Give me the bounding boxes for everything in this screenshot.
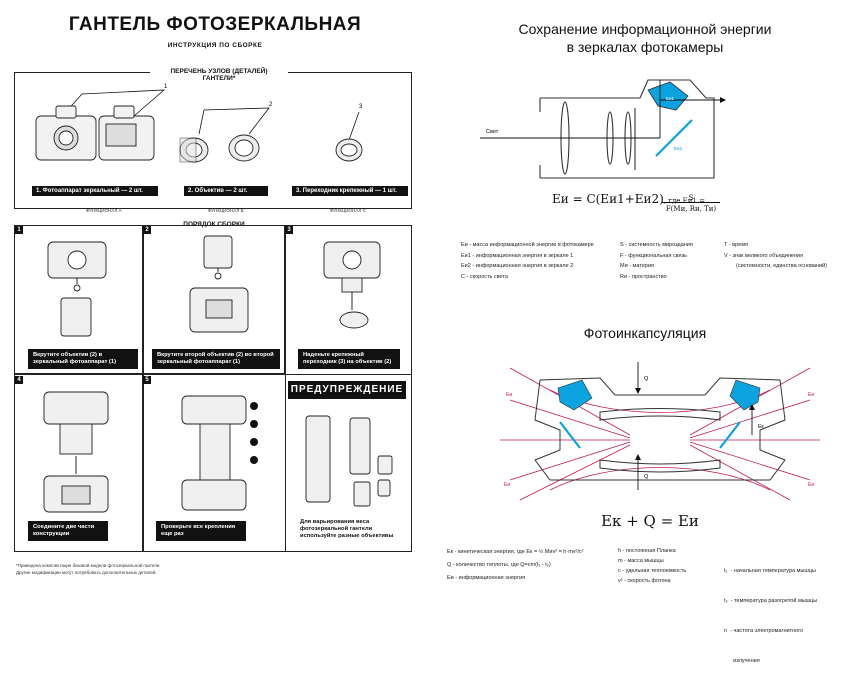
step-box-4 bbox=[14, 373, 144, 552]
ek-label: Ек bbox=[758, 424, 764, 430]
ei-label-4: Еи bbox=[808, 482, 814, 488]
legend-5: h - постоянная Планка m - масса мышцы c … bbox=[618, 546, 718, 586]
legend-5-row: m - масса мышцы bbox=[618, 558, 664, 564]
legend-4-row: Еи - информационная энергия bbox=[447, 575, 526, 581]
step-box-3 bbox=[284, 225, 412, 375]
legend-3-row: V - знак великого объединения bbox=[724, 252, 803, 259]
legend-1-row: Еи - масса информационной энергии в фото… bbox=[461, 242, 594, 248]
step-box-1 bbox=[14, 225, 144, 375]
part-num-1: 1 bbox=[164, 84, 168, 90]
warning-title: ПРЕДУПРЕЖДЕНИЕ bbox=[288, 381, 406, 399]
legend-2-row: F - функциональная связь bbox=[620, 252, 687, 259]
ei-label-2: Еи bbox=[808, 392, 814, 398]
legend-6-row: излучения bbox=[724, 658, 760, 664]
q-label-bottom: Q bbox=[644, 474, 649, 480]
main-formula: Еи = С(Еи1+Еи2), где Еи1 = bbox=[552, 192, 705, 206]
legend-2-row: Mи - материя bbox=[620, 263, 654, 269]
part-num-3: 3 bbox=[359, 104, 363, 110]
legend-3-row: (системности, единства оснований) bbox=[736, 263, 828, 269]
legend-2: S - системность мироздания F - функциона… bbox=[620, 240, 720, 282]
step-text-5: Проверьте все крепления еще раз bbox=[156, 521, 246, 542]
warning-text: Для варьирования веса фотозеркальной ган… bbox=[300, 519, 394, 540]
legend-5-row: c - удельная теплоемкость bbox=[618, 568, 687, 574]
step-num-3: 3 bbox=[285, 226, 293, 234]
assembly-header: ПОРЯДОК СБОРКИ bbox=[175, 221, 253, 228]
diagram-title-3: Фотоинкапсуляция bbox=[583, 325, 707, 341]
legend-4-row: Ек - кинетическая энергия, где Ек = ½ Mи… bbox=[447, 549, 584, 555]
legend-4: Ек - кинетическая энергия, где Ек = ½ Mи… bbox=[447, 546, 612, 585]
parts-header: ПЕРЕЧЕНЬ УЗЛОВ (ДЕТАЛЕЙ) ГАНТЕЛИ* bbox=[150, 68, 288, 82]
formula-num: S bbox=[662, 194, 720, 203]
legend-1-row: Еи1 - информационная энергия в зеркале 1 bbox=[461, 252, 574, 259]
mirror2-label: Еи2 bbox=[674, 146, 683, 151]
legend-3-row: T - время bbox=[724, 242, 748, 248]
diagram-title-2: в зеркалах фотокамеры bbox=[566, 39, 724, 55]
legend-6: t₁ - начальная температура мышцы t₂ - те… bbox=[724, 546, 849, 676]
step-num-4: 4 bbox=[15, 376, 23, 384]
legend-1-row: Еи2 - информационная энергия в зеркале 2 bbox=[461, 263, 574, 269]
legend-1: Еи - масса информационной энергии в фото… bbox=[461, 240, 611, 282]
formula-where: , где Еи1 = bbox=[663, 197, 705, 205]
part-func-2: ФУНКЦИОНАЛ В bbox=[208, 208, 244, 213]
legend-5-row: v² - скорость фотона bbox=[618, 578, 671, 584]
legend-6-row: t₁ - начальная температура мышцы bbox=[724, 568, 816, 574]
part-label-2: 2. Объектив — 2 шт. bbox=[184, 186, 268, 196]
step-box-2 bbox=[142, 225, 286, 375]
ei-label-1: Еи bbox=[506, 392, 512, 398]
diagram-title-1: Сохранение информационной энергии bbox=[518, 21, 772, 37]
mirror1-label: Еи1 bbox=[666, 96, 675, 101]
formula-2: Ек + Q = Еи bbox=[601, 512, 699, 530]
step-text-3: Наденьте крепежный переходник (3) на объ… bbox=[298, 349, 400, 370]
legend-6-row: t₂ - температура разогретой мышцы bbox=[724, 598, 818, 604]
part-label-3: 3. Переходник крепежный — 1 шт. bbox=[292, 186, 408, 196]
step-text-2: Вкрутите второй объектив (2) во второй з… bbox=[152, 349, 280, 370]
part-func-1: ФУНКЦИОНАЛ А bbox=[86, 208, 122, 213]
page-subtitle: ИНСТРУКЦИЯ ПО СБОРКЕ bbox=[167, 42, 263, 49]
legend-2-row: Rи - пространство bbox=[620, 273, 667, 280]
part-num-2: 2 bbox=[269, 102, 273, 108]
step-num-2: 2 bbox=[143, 226, 151, 234]
page-title: ГАНТЕЛЬ ФОТОЗЕРКАЛЬНАЯ bbox=[68, 14, 362, 35]
legend-6-row: n - частота электромагнитного bbox=[724, 628, 804, 634]
light-label: Свет bbox=[486, 129, 499, 135]
part-func-3: ФУНКЦИОНАЛ С bbox=[330, 208, 366, 213]
footnote-1: *Приведена комплектация базовой модели ф… bbox=[16, 563, 161, 568]
photoencapsulation-diagram: Q Q Ек Еи Еи Еи Еи bbox=[500, 362, 820, 501]
camera-diagram: Свет Еи1 Еи2 bbox=[480, 79, 726, 179]
legend-4-row: Q - количество теплоты, где Q=cm(t₁ - t₂… bbox=[447, 562, 551, 568]
parts-illustration: 1 2 3 bbox=[35, 84, 363, 163]
step-num-5: 5 bbox=[143, 376, 151, 384]
step-text-1: Вкрутите объектив (2) в зеркальный фотоа… bbox=[28, 349, 138, 370]
legend-5-row: h - постоянная Планка bbox=[618, 548, 676, 554]
legend-1-row: С - скорость света bbox=[461, 273, 508, 280]
step-num-1: 1 bbox=[15, 226, 23, 234]
legend-3: T - время V - знак великого объединения … bbox=[724, 240, 844, 272]
step-box-5 bbox=[142, 373, 286, 552]
footnote-2: Другие модификации могут потребовать доп… bbox=[16, 570, 157, 575]
q-label-top: Q bbox=[644, 376, 649, 382]
assembly-illustration bbox=[43, 235, 393, 513]
step-text-4: Соедините две части конструкции bbox=[28, 521, 108, 542]
formula-main: Еи = С(Еи1+Еи2) bbox=[552, 192, 664, 206]
ei-label-3: Еи bbox=[504, 482, 510, 488]
part-label-1: 1. Фотоаппарат зеркальный — 2 шт. bbox=[32, 186, 158, 196]
formula-den: F(Mи, Rи, Tи) bbox=[665, 205, 717, 213]
legend-2-row: S - системность мироздания bbox=[620, 242, 693, 248]
